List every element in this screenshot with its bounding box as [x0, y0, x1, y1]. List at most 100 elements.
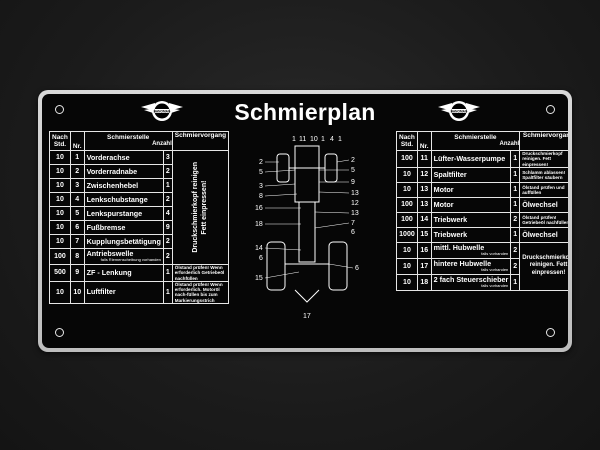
cell-std: 10 [49, 206, 71, 221]
screw-bottom-right-icon [546, 328, 555, 337]
cell-nr: 7 [69, 234, 85, 249]
cell-nr: 14 [416, 211, 432, 228]
header-nr: Nr. [416, 131, 432, 151]
table-row: 10 2 Vorderradnabe 2 [49, 164, 229, 179]
diagram-label: 1 [338, 136, 342, 143]
gearbox [298, 201, 316, 263]
right-lubrication-table: Nach Std. Nr. Schmierstelle Anzahl Schmi… [396, 131, 568, 291]
cell-name: Motor [430, 196, 512, 213]
cell-nr: 1 [69, 150, 85, 165]
diagram-label: 2 [259, 159, 263, 166]
cell-std: 10 [49, 178, 71, 193]
cell-name-note: falls vorhanden [481, 267, 509, 273]
cell-std: 100 [396, 211, 418, 228]
cell-name: ZF - Lenkung [83, 264, 164, 282]
cell-count: 2 [510, 211, 521, 228]
cell-action: Ölwechsel [519, 226, 568, 243]
diagram-label: 9 [351, 179, 355, 186]
hanomag-logo-icon: HANOMAG [438, 101, 480, 121]
engine-block [294, 145, 320, 203]
leader-line [314, 211, 350, 214]
cell-action: Ölstand prüfen und auffüllen [519, 181, 568, 198]
cell-action: Ölstand prüfen! Getriebeöl nachfüllen [519, 211, 568, 228]
cell-count: 1 [510, 181, 521, 198]
table-row: 10 13 Motor 1 Ölstand prüfen und auffüll… [396, 181, 568, 198]
table-header-row: Nach Std. Nr. Schmierstelle Anzahl Schmi… [49, 131, 230, 151]
cell-count: 2 [162, 234, 173, 249]
rear-wheel-right [328, 241, 348, 291]
diagram-label: 7 [351, 220, 355, 227]
leader-line [336, 159, 350, 163]
leader-line [264, 193, 298, 197]
cell-count: 1 [162, 178, 173, 193]
cell-std: 10 [396, 166, 418, 183]
cell-count: 1 [162, 264, 173, 282]
diagram-label: 4 [330, 136, 334, 143]
table-row: 10 10 Luftfilter 1 Ölstand prüfen! Wenn … [49, 280, 230, 304]
leader-line [314, 222, 350, 229]
cell-count: 3 [162, 150, 173, 165]
cell-name-label: Antriebswelle [86, 249, 134, 259]
table-row: 100 13 Motor 1 Ölwechsel [396, 196, 568, 213]
cell-name: Fußbremse [83, 220, 164, 235]
screw-top-left-icon [55, 105, 64, 114]
header-nach-std: Nach Std. [49, 131, 71, 151]
cell-nr: 6 [69, 220, 85, 235]
lubrication-plate: HANOMAG HANOMAG Schmierplan Nach Std. Nr… [38, 90, 572, 352]
cell-name-note: falls vorhanden [481, 283, 509, 289]
vertical-action-text: Druckschmierkopf reinigen Fett einpresse… [191, 162, 208, 253]
screw-bottom-left-icon [55, 328, 64, 337]
cell-count: 9 [162, 220, 173, 235]
cell-std: 10 [49, 150, 71, 165]
cell-name: Vorderachse [83, 150, 164, 165]
cell-shared-action: Druckschmierkopf reinigen. Fett einpress… [519, 241, 568, 291]
cell-name: Vorderradnabe [83, 164, 164, 179]
cell-nr: 18 [416, 273, 432, 291]
cell-nr: 8 [69, 248, 85, 265]
diagram-label: 16 [255, 205, 263, 212]
cell-nr: 4 [69, 192, 85, 207]
leader-line [328, 263, 354, 269]
leader-line [264, 247, 302, 251]
cell-name-label: mittl. Hubwelle [433, 243, 485, 253]
table-row: 100 11 Lüfter-Wasserpumpe 1 Druckschmier… [396, 150, 568, 168]
cell-count: 2 [510, 241, 521, 259]
cell-nr: 16 [416, 241, 432, 259]
cell-count: 2 [162, 164, 173, 179]
svg-text:HANOMAG: HANOMAG [154, 110, 171, 114]
cell-nr: 11 [416, 150, 432, 168]
cell-name-note: falls Riemenscheibung vorhanden [100, 257, 161, 263]
tractor-outline [266, 145, 348, 303]
cell-nr: 13 [416, 181, 432, 198]
header-anzahl-label: Anzahl [152, 141, 172, 148]
table-row: 10 7 Kupplungsbetätigung 2 [49, 234, 229, 249]
cell-nr: 2 [69, 164, 85, 179]
header-schmierstelle: Schmierstelle Anzahl [83, 131, 173, 151]
cell-std: 100 [396, 150, 418, 168]
cell-nr: 12 [416, 166, 432, 183]
table-row: 1000 15 Triebwerk 1 Ölwechsel [396, 226, 568, 243]
cell-action: Ölstand prüfen! Wenn erforderlich Getrie… [171, 264, 230, 282]
table-row: 10 12 Spaltfilter 1 Schlamm ablassen! Sp… [396, 166, 568, 183]
cell-action: Schlamm ablassen! Spaltfilter säubern [519, 166, 568, 183]
diagram-label: 13 [351, 190, 359, 197]
cell-std: 10 [396, 273, 418, 291]
rear-wheel-left [266, 241, 286, 291]
cell-name: Zwischenhebel [83, 178, 164, 193]
cell-std: 10 [49, 234, 71, 249]
plate-title: Schmierplan [234, 99, 376, 125]
cell-action: Ölstand prüfen! Wenn erforderlich. Motor… [171, 280, 230, 304]
table-row: 10 1 Vorderachse 3 Druckschmierkopf rein… [49, 150, 230, 265]
cell-std: 100 [49, 248, 71, 265]
cell-name: Triebwerk [430, 211, 512, 228]
cell-nr: 17 [416, 257, 432, 275]
diagram-label: 18 [255, 221, 263, 228]
cell-nr: 3 [69, 178, 85, 193]
table-row: 100 14 Triebwerk 2 Ölstand prüfen! Getri… [396, 211, 568, 228]
leader-line [264, 169, 296, 173]
cell-std: 10 [49, 280, 71, 304]
cell-count: 1 [510, 226, 521, 243]
diagram-label: 1 [292, 136, 296, 143]
tractor-diagram: 1 11 10 1 4 1 2 5 3 8 16 18 14 6 15 2 5 [255, 136, 359, 320]
